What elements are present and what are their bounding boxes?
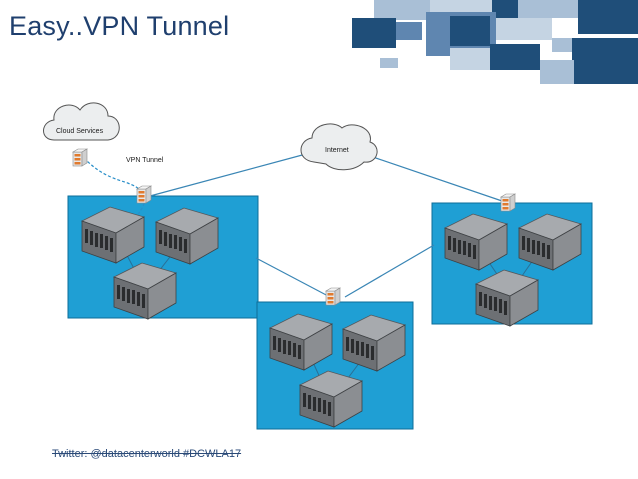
firewall-icon — [325, 287, 341, 306]
internet-label: Internet — [325, 147, 349, 154]
internet-icon: Internet — [300, 123, 378, 171]
slide-title: Easy..VPN Tunnel — [9, 11, 230, 41]
footer-twitter: Twitter: @datacenterworld #DCWLA17 — [52, 448, 242, 460]
vpn-tunnel-label: VPN Tunnel — [126, 157, 164, 164]
firewall-icon — [136, 185, 152, 204]
link-left-internet — [149, 153, 307, 197]
firewall-icon — [72, 148, 88, 167]
cloud-services-icon: Cloud Services — [43, 102, 120, 141]
link-left-center — [255, 257, 331, 298]
link-center-right — [344, 244, 435, 298]
link-right-internet — [369, 155, 506, 203]
cloud-services-label: Cloud Services — [56, 128, 104, 135]
firewall-icon — [500, 193, 516, 212]
